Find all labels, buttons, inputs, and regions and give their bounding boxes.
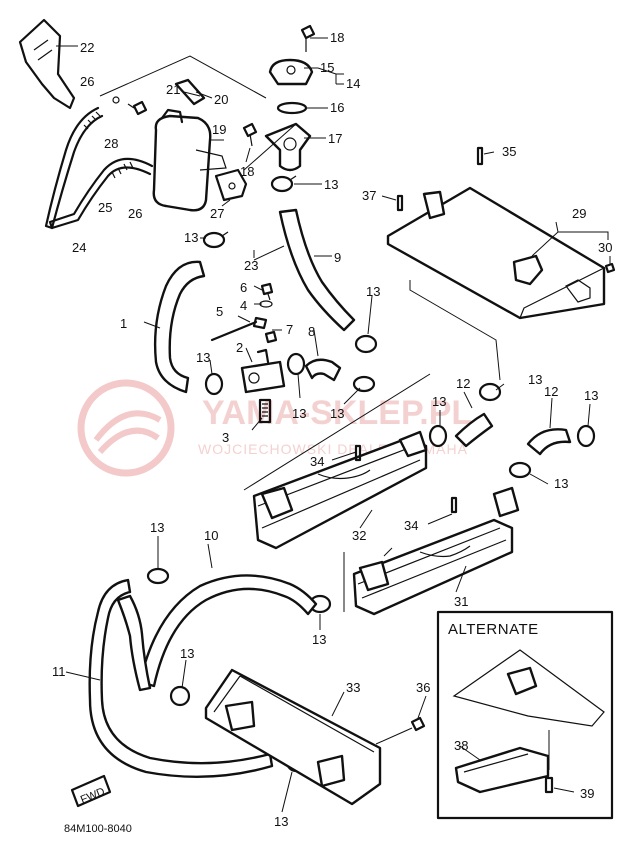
callout-13-rad33: 13 [180,646,194,661]
callout-4: 4 [240,298,247,313]
callout-36: 36 [416,680,430,695]
callout-13-right: 13 [584,388,598,403]
callout-13-hose8: 13 [330,406,344,421]
callout-15: 15 [320,60,334,75]
callout-34-lower: 34 [404,518,418,533]
callout-12-right: 12 [544,384,558,399]
callout-11: 11 [52,664,66,679]
callout-24: 24 [72,240,86,255]
callout-38: 38 [454,738,468,753]
thermo-fitting [210,282,286,424]
callout-18: 18 [330,30,344,45]
watermark-logo-icon [77,379,175,477]
fwd-label: FWD [79,786,107,807]
hose-12 [454,412,572,456]
radiator-31 [352,486,520,616]
callout-37: 37 [362,188,376,203]
callout-13-hose9: 13 [366,284,380,299]
callout-21: 21 [166,82,180,97]
callout-34: 34 [310,454,324,469]
callout-30: 30 [598,240,612,255]
callout-13-bottom: 13 [274,814,288,829]
leader-lines [56,37,611,813]
heat-exchanger-29 [386,146,616,320]
watermark: YAMA-SKLEP.PL WOJCIECHOWSKI DEALER YAMAH… [77,379,472,477]
callout-13-hose1: 13 [196,350,210,365]
callout-8: 8 [308,324,315,339]
clamp-icon [354,334,378,354]
hose-9 [278,208,356,332]
alternate-box-title: ALTERNATE [448,621,539,638]
callout-16: 16 [330,100,344,115]
watermark-logo-swoosh-icon [93,410,162,455]
callout-20: 20 [214,92,228,107]
clamp-icon [352,375,376,393]
callout-5: 5 [216,304,223,319]
coolant-reservoir [127,78,227,212]
hose-11 [88,578,274,778]
clamp-icon [146,567,170,585]
alternate-box-frame [436,610,614,820]
radiator-33 [204,668,426,806]
clamp-icon [204,372,224,396]
clamp-icon [270,175,297,193]
callout-10: 10 [204,528,218,543]
clamp-icon [576,424,596,448]
bracket-part [18,18,76,110]
callout-33: 33 [346,680,360,695]
watermark-brand: YAMA-SKLEP.PL [202,394,472,432]
callout-17: 17 [328,131,342,146]
callout-13-hose10: 13 [312,632,326,647]
hose-1 [153,260,206,394]
fwd-badge: FWD [70,774,112,808]
callout-18-lower: 18 [240,164,254,179]
hose-10 [138,574,318,688]
callout-32: 32 [352,528,366,543]
callout-26: 26 [80,74,94,89]
callout-13: 13 [324,177,338,192]
callout-13-hose12: 13 [528,372,542,387]
clamp-icon [428,424,448,448]
callout-35: 35 [502,144,516,159]
callout-29: 29 [572,206,586,221]
callout-28: 28 [104,136,118,151]
callout-6: 6 [240,280,247,295]
alternate-box: ALTERNATE [436,610,614,820]
reservoir-bracket [214,122,258,202]
callout-25: 25 [98,200,112,215]
callout-13-rad31: 13 [554,476,568,491]
watermark-dealer: WOJCIECHOWSKI DEALER YAMAHA [198,441,468,457]
clamp-icon [508,461,532,479]
callout-22: 22 [80,40,94,55]
callout-2: 2 [236,340,243,355]
clamp-icon [202,231,229,249]
clamp-icon [169,685,191,707]
callout-13-fitting: 13 [292,406,306,421]
callout-7: 7 [286,322,293,337]
overflow-hoses [44,96,162,230]
callout-3: 3 [222,430,229,445]
callout-1: 1 [120,316,127,331]
callout-13-rad32: 13 [432,394,446,409]
callout-labels: 22 18 15 14 16 17 13 26 21 20 28 19 18 2… [52,30,612,829]
callout-26-lower: 26 [128,206,142,221]
guide-lines [99,55,501,612]
callout-13-hose11: 13 [150,520,164,535]
clamp-icon [478,382,502,402]
callout-27: 27 [210,206,224,221]
callout-31: 31 [454,594,468,609]
callout-19: 19 [212,122,226,137]
radiator-32 [252,430,428,550]
filler-cap-assembly [264,24,316,172]
hose-8 [304,358,342,382]
callout-39: 39 [580,786,594,801]
callout-9: 9 [334,250,341,265]
callout-13-tank: 13 [184,230,198,245]
clamp-icon [286,352,306,376]
callout-23: 23 [244,258,258,273]
diagram-code: 84M100-8040 [64,823,132,835]
callout-14: 14 [346,76,360,91]
callout-12-left: 12 [456,376,470,391]
